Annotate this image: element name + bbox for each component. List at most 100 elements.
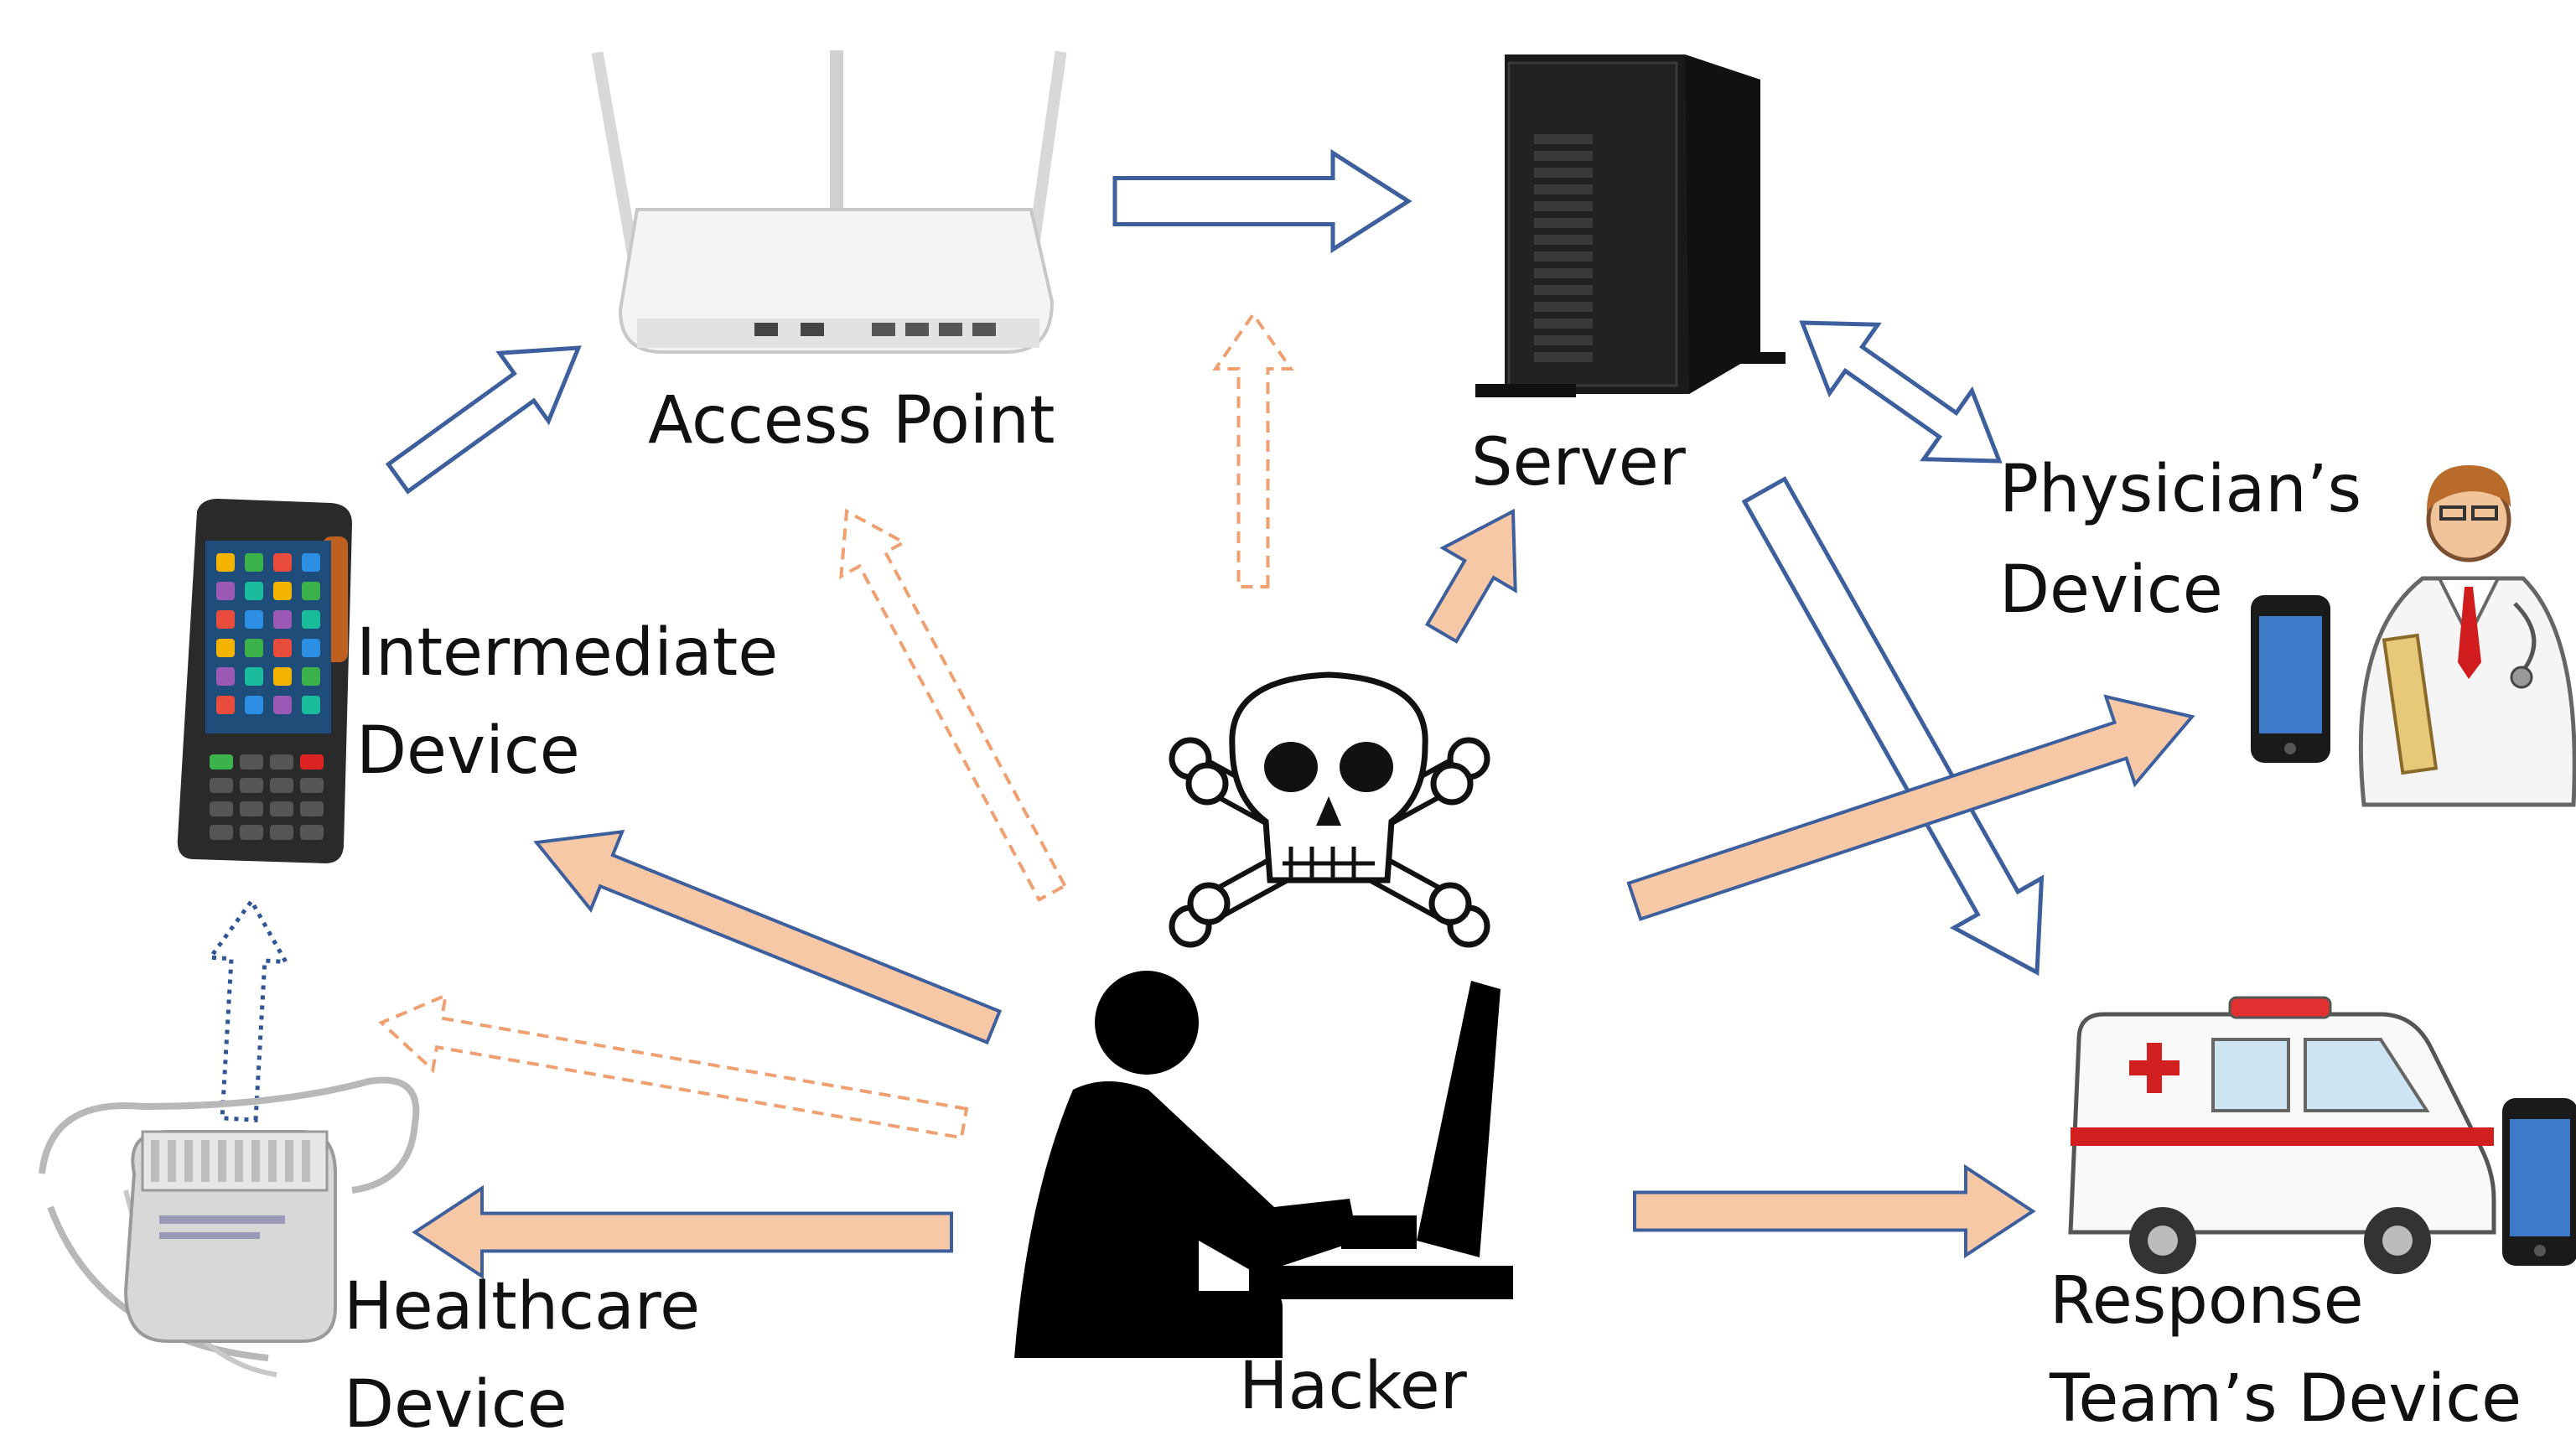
keypad-key <box>300 778 324 793</box>
intermediate-handheld-device-icon <box>177 499 352 863</box>
server-vent-slot <box>1534 151 1593 161</box>
app-icon <box>273 639 292 657</box>
attack-arrow-to-healthcare <box>412 1184 953 1280</box>
healthcare-implant-device-icon <box>39 1076 420 1377</box>
arrow-intermediate-to-access-point <box>385 345 582 495</box>
app-icon <box>216 610 235 629</box>
app-icon <box>302 610 320 629</box>
attack-dashed-to-server <box>1212 311 1294 588</box>
keypad-key <box>210 754 233 770</box>
attack-arrow-to-intermediate <box>533 829 1003 1045</box>
keypad-key <box>240 754 263 770</box>
server-vent-slot <box>1534 335 1593 345</box>
attack-arrow-to-response-team <box>1633 1163 2036 1259</box>
implant-ridge <box>168 1140 176 1182</box>
keypad-key <box>240 825 263 840</box>
app-icon <box>273 553 292 572</box>
implant-ridge <box>268 1140 277 1182</box>
app-icon <box>302 667 320 686</box>
arrow-server-physician-bidirectional <box>1799 320 2003 464</box>
implant-ridge <box>151 1140 159 1182</box>
app-icon <box>245 667 263 686</box>
server-vents <box>1534 134 1593 362</box>
keypad-key <box>270 754 293 770</box>
label-server: Server <box>1471 425 1687 500</box>
app-icon <box>245 610 263 629</box>
app-icon <box>216 696 235 714</box>
app-icon <box>302 639 320 657</box>
app-icon <box>216 639 235 657</box>
server-vent-slot <box>1534 235 1593 245</box>
skull-crossbones-icon <box>1169 671 1490 948</box>
server-vent-slot <box>1534 134 1593 144</box>
keypad-key <box>300 825 324 840</box>
label-intermediate-line1: Intermediate <box>356 615 778 691</box>
label-hacker: Hacker <box>1239 1349 1468 1424</box>
keypad <box>210 754 324 840</box>
label-intermediate-line2: Device <box>356 713 580 789</box>
app-icon <box>302 553 320 572</box>
app-icon <box>245 582 263 600</box>
implant-ridge <box>184 1140 193 1182</box>
arrows-layer <box>206 148 2195 1280</box>
label-healthcare-line2: Device <box>344 1367 568 1443</box>
app-icon <box>216 553 235 572</box>
app-icon <box>273 696 292 714</box>
implant-ridge <box>251 1140 260 1182</box>
attack-arrow-to-server <box>1424 508 1517 644</box>
label-physician-line1: Physician’s <box>1999 452 2361 527</box>
app-icon <box>245 639 263 657</box>
app-icon <box>273 582 292 600</box>
server-vent-slot <box>1534 168 1593 178</box>
label-access-point: Access Point <box>648 383 1055 459</box>
keypad-key <box>300 801 324 816</box>
app-icon <box>273 610 292 629</box>
implant-ridge <box>302 1140 310 1182</box>
keypad-key <box>300 754 324 770</box>
implant-ridge <box>201 1140 210 1182</box>
arrow-healthcare-to-intermediate <box>206 897 290 1122</box>
ambulance-icon <box>2068 996 2496 1274</box>
keypad-key <box>270 778 293 793</box>
implant-ridge <box>285 1140 293 1182</box>
attack-dashed-to-access-point <box>839 508 1068 903</box>
app-icon-grid <box>216 553 320 714</box>
keypad-key <box>240 801 263 816</box>
keypad-key <box>210 778 233 793</box>
access-point-router-icon <box>591 50 1067 354</box>
implant-connector-ridges <box>151 1140 310 1182</box>
physician-phone-icon <box>2251 595 2330 763</box>
app-icon <box>245 553 263 572</box>
server-tower-icon <box>1475 54 1786 397</box>
label-response-line2: Team’s Device <box>2049 1361 2522 1437</box>
app-icon <box>216 667 235 686</box>
keypad-key <box>240 778 263 793</box>
arrow-server-to-response-team <box>1741 476 2045 977</box>
server-vent-slot <box>1534 352 1593 362</box>
keypad-key <box>270 825 293 840</box>
label-healthcare-line1: Healthcare <box>344 1269 700 1345</box>
implant-ridge <box>235 1140 243 1182</box>
label-physician-line2: Device <box>1999 552 2223 628</box>
server-vent-slot <box>1534 268 1593 278</box>
server-vent-slot <box>1534 201 1593 211</box>
server-vent-slot <box>1534 319 1593 329</box>
keypad-key <box>270 801 293 816</box>
server-vent-slot <box>1534 251 1593 262</box>
app-icon <box>273 667 292 686</box>
app-icon <box>245 696 263 714</box>
response-team-phone-icon <box>2502 1098 2576 1266</box>
doctor-illustration-icon <box>2358 465 2576 807</box>
server-vent-slot <box>1534 285 1593 295</box>
server-vent-slot <box>1534 218 1593 228</box>
arrow-access-point-to-server <box>1112 148 1412 254</box>
app-icon <box>216 582 235 600</box>
keypad-key <box>210 825 233 840</box>
server-vent-slot <box>1534 184 1593 194</box>
keypad-key <box>210 801 233 816</box>
label-response-line1: Response <box>2050 1263 2364 1339</box>
server-vent-slot <box>1534 302 1593 312</box>
app-icon <box>302 696 320 714</box>
